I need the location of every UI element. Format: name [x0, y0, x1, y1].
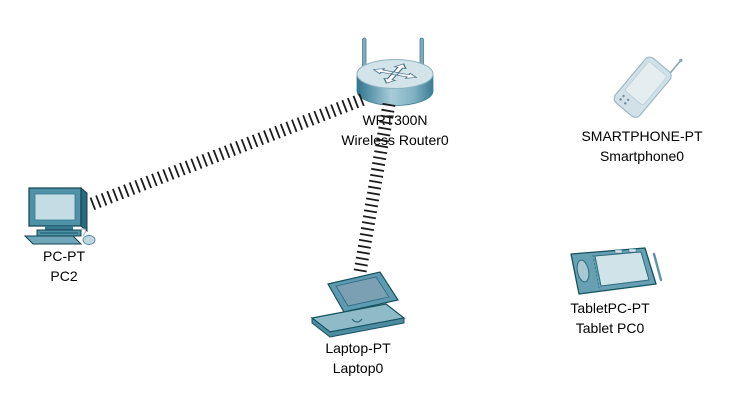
tablet-speaker-oval — [576, 259, 590, 283]
pc-screen — [34, 193, 76, 221]
laptop-touchpad — [351, 318, 363, 323]
pc-mouse — [80, 228, 96, 245]
smartphone-buttons — [619, 94, 630, 105]
pc-icon — [23, 186, 96, 245]
router-cylinder — [356, 59, 434, 106]
pc-monitor — [28, 186, 88, 233]
device-name-label: Smartphone0 — [599, 148, 685, 164]
device-laptop0[interactable]: Laptop-PT Laptop0 — [300, 270, 416, 378]
wireless-link-pc2-router0[interactable] — [89, 91, 369, 211]
pc-keyboard — [23, 235, 83, 245]
device-name-label: Wireless Router0 — [341, 132, 449, 148]
laptop-screen — [335, 276, 390, 307]
device-pc2[interactable]: PC-PT PC2 — [6, 184, 122, 286]
wireless-link-laptop0-router0[interactable] — [353, 102, 396, 274]
smartphone-screen — [625, 61, 667, 106]
router-antennas — [362, 37, 424, 71]
device-model-label: Laptop-PT — [325, 340, 391, 356]
wireless-router-icon — [356, 37, 434, 106]
tablet-screen — [594, 251, 650, 287]
laptop-base — [310, 303, 406, 338]
tablet-stylus — [652, 252, 663, 282]
device-model-label: WRT300N — [362, 112, 428, 128]
device-tablet-pc0[interactable]: TabletPC-PT Tablet PC0 — [548, 246, 672, 338]
device-name-label: Laptop0 — [332, 360, 384, 376]
device-model-label: SMARTPHONE-PT — [581, 128, 703, 144]
device-smartphone0[interactable]: SMARTPHONE-PT Smartphone0 — [572, 48, 712, 166]
smartphone-icon — [613, 56, 683, 118]
pc-neck — [45, 226, 73, 230]
device-name-label: Tablet PC0 — [575, 320, 645, 336]
tablet-top-buttons — [614, 248, 637, 254]
smartphone-antenna — [668, 60, 681, 75]
device-model-label: PC-PT — [43, 248, 85, 264]
device-model-label: TabletPC-PT — [570, 300, 650, 316]
device-name-label: PC2 — [50, 268, 78, 284]
tablet-icon — [570, 247, 663, 295]
laptop-lid — [327, 271, 399, 313]
device-wireless-router0[interactable]: WRT300N Wireless Router0 — [310, 34, 480, 150]
laptop-icon — [310, 271, 406, 338]
